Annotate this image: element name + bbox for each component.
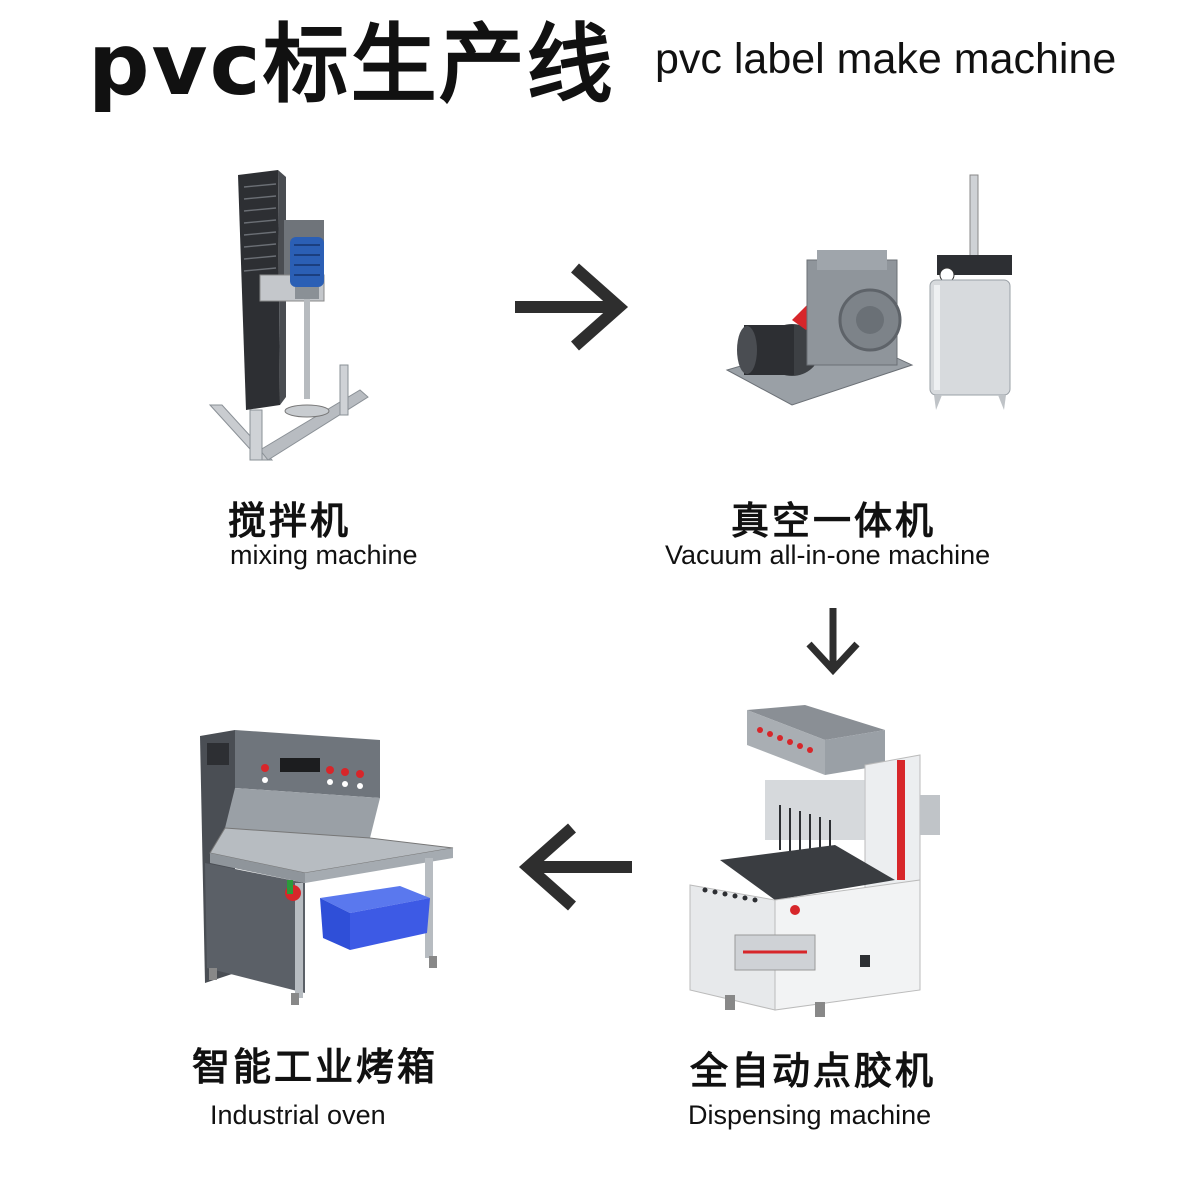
mixing-machine-image bbox=[208, 170, 369, 461]
step-oven-en: Industrial oven bbox=[210, 1100, 386, 1130]
step-mixing-zh: 搅拌机 bbox=[228, 499, 352, 543]
page-title: pvc标生产线 bbox=[88, 15, 615, 115]
arrow-down-icon bbox=[806, 608, 860, 676]
step-dispensing-zh: 全自动点胶机 bbox=[690, 1049, 937, 1093]
page-subtitle: pvc label make machine bbox=[655, 35, 1117, 83]
step-dispensing-en: Dispensing machine bbox=[688, 1100, 932, 1130]
dispensing-machine-image bbox=[689, 705, 940, 1017]
industrial-oven-image bbox=[200, 730, 454, 1005]
arrow-right-icon bbox=[515, 263, 629, 351]
step-vacuum-zh: 真空一体机 bbox=[731, 499, 937, 543]
step-vacuum-en: Vacuum all-in-one machine bbox=[665, 540, 991, 570]
arrow-left-icon bbox=[518, 823, 632, 911]
step-oven-zh: 智能工业烤箱 bbox=[192, 1045, 439, 1089]
step-mixing-en: mixing machine bbox=[230, 540, 418, 570]
vacuum-machine-image bbox=[725, 174, 1012, 410]
